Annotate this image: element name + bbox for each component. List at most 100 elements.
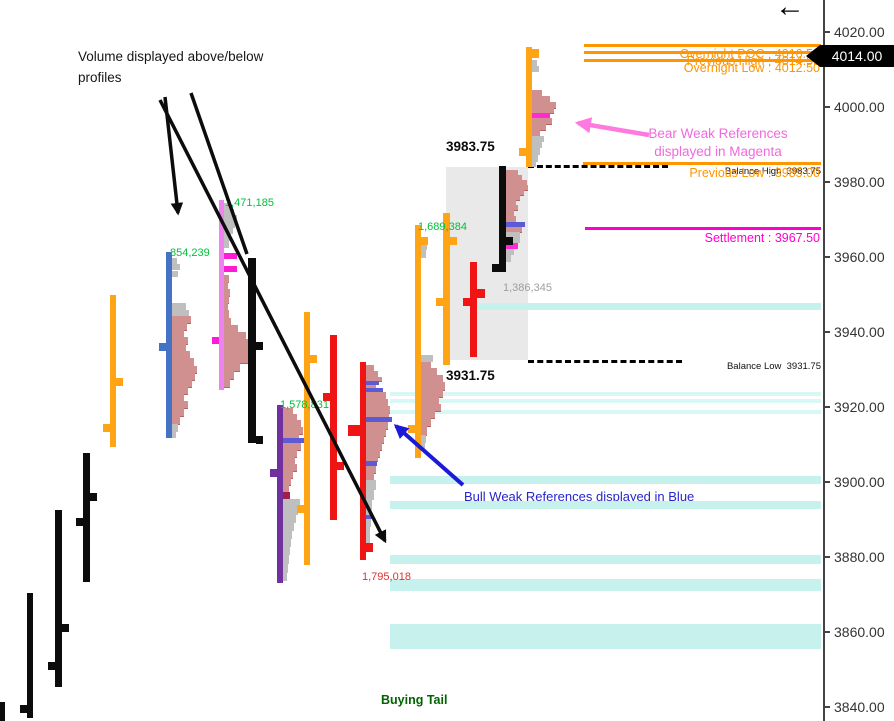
candle-tick (450, 237, 457, 245)
candle-tick (477, 289, 485, 298)
candle-tick (463, 298, 470, 306)
volume-profile-row (224, 241, 229, 248)
volume-profile-row (421, 443, 425, 450)
cyan-band (390, 579, 821, 591)
level-line (585, 227, 821, 230)
balance-high-dashed-line (528, 165, 668, 168)
candle-bar (470, 262, 477, 357)
volume-profile-row (224, 234, 231, 241)
volume-profile-row (172, 264, 180, 270)
volume-label: 1,386,345 (503, 282, 552, 294)
last-price-box: 4014.00 (820, 45, 894, 67)
axis-tick-label: 3980.00 (834, 174, 885, 190)
candle-bar (166, 252, 172, 438)
volume-profile-row (283, 539, 291, 547)
volume-profile-row (172, 424, 178, 432)
candle-tick (436, 298, 443, 306)
volume-profile-row (532, 136, 544, 142)
volume-profile-row (283, 523, 294, 531)
candle-tick (408, 425, 415, 433)
bear-weak-references-note: Bear Weak References displayed in Magent… (626, 125, 810, 161)
balance-high-axis-label: Balance High 3983.75 (724, 166, 821, 177)
volume-profile-row (283, 515, 296, 523)
volume-profile-row (283, 555, 289, 564)
volume-profile-row (506, 255, 511, 262)
volume-profile-row (283, 492, 290, 499)
candle-bar (304, 312, 310, 565)
candle-tick (224, 266, 237, 272)
candle-tick (256, 436, 263, 444)
cyan-band (390, 476, 821, 484)
balance-low-axis-label: Balance Low 3931.75 (726, 361, 821, 372)
axis-tick (823, 556, 830, 558)
cyan-band (475, 303, 821, 310)
volume-profile-row (421, 355, 433, 362)
cyan-band (390, 399, 821, 403)
volume-profile-row (366, 527, 370, 536)
volume-profile-row (532, 60, 537, 66)
candle-tick (116, 378, 123, 386)
axis-tick-label: 3900.00 (834, 474, 885, 490)
annotation-arrow-line (163, 96, 184, 216)
volume-profile-row (283, 531, 292, 539)
volume-profile-row (532, 155, 538, 162)
candle-bar (443, 213, 450, 365)
axis-tick-label: 4000.00 (834, 99, 885, 115)
candle-bar (360, 362, 366, 560)
volume-note-line1: Volume displayed above/below (78, 49, 264, 64)
back-arrow-icon[interactable]: ← (775, 0, 805, 23)
candle-tick (76, 518, 83, 526)
axis-tick (823, 406, 830, 408)
candle-bar (330, 335, 337, 520)
volume-profile-row (283, 507, 298, 515)
volume-profile-row (532, 113, 550, 118)
candle-bar (277, 405, 283, 583)
balance-low-dashed-line (528, 360, 682, 363)
axis-tick-label: 3880.00 (834, 549, 885, 565)
candle-tick (348, 425, 360, 436)
axis-tick-label: 3960.00 (834, 249, 885, 265)
candle-tick (256, 342, 263, 350)
volume-label: 854,239 (170, 247, 210, 259)
volume-profile-row (283, 573, 287, 581)
volume-profile-row (224, 379, 230, 388)
volume-profile-row (506, 238, 520, 243)
level-label: Overnight Low : 4012.50 (683, 61, 820, 75)
axis-tick-label: 3840.00 (834, 699, 885, 715)
balance-high-price-label: 3983.75 (446, 139, 495, 154)
candle-tick (366, 543, 373, 552)
candle-tick (48, 662, 55, 670)
volume-profile-row (172, 303, 186, 310)
candle-bar (415, 225, 421, 458)
candle-tick (519, 148, 526, 156)
candle-tick (310, 355, 317, 363)
candle-tick (270, 469, 277, 477)
candle-bar (27, 593, 33, 718)
candle-bar (219, 200, 224, 390)
volume-label: 1,795,018 (362, 571, 411, 583)
volume-profile-row (366, 490, 374, 500)
volume-profile-row (421, 242, 427, 250)
candle-tick (103, 424, 110, 432)
level-line (584, 44, 821, 47)
axis-tick (823, 106, 830, 108)
candle-bar (526, 47, 532, 167)
volume-profile-row (421, 250, 426, 258)
axis-tick (823, 631, 830, 633)
candle-tick (20, 705, 27, 713)
candle-tick (90, 493, 97, 501)
price-axis-line (823, 0, 825, 721)
last-price-marker-tip (806, 45, 820, 67)
cyan-band (390, 410, 821, 414)
level-label: Overnight POC : 4016.50 (679, 47, 820, 61)
candle-tick (159, 343, 166, 351)
buying-tail-label: Buying Tail (381, 693, 448, 707)
volume-label: 1,689,384 (418, 221, 467, 233)
bear-note-line2: displayed in Magenta (654, 144, 782, 159)
level-line (583, 162, 821, 165)
axis-tick-label: 4020.00 (834, 24, 885, 40)
cyan-band (390, 501, 821, 509)
volume-profile-row (172, 432, 176, 438)
axis-tick-label: 3940.00 (834, 324, 885, 340)
candle-tick (337, 462, 344, 470)
